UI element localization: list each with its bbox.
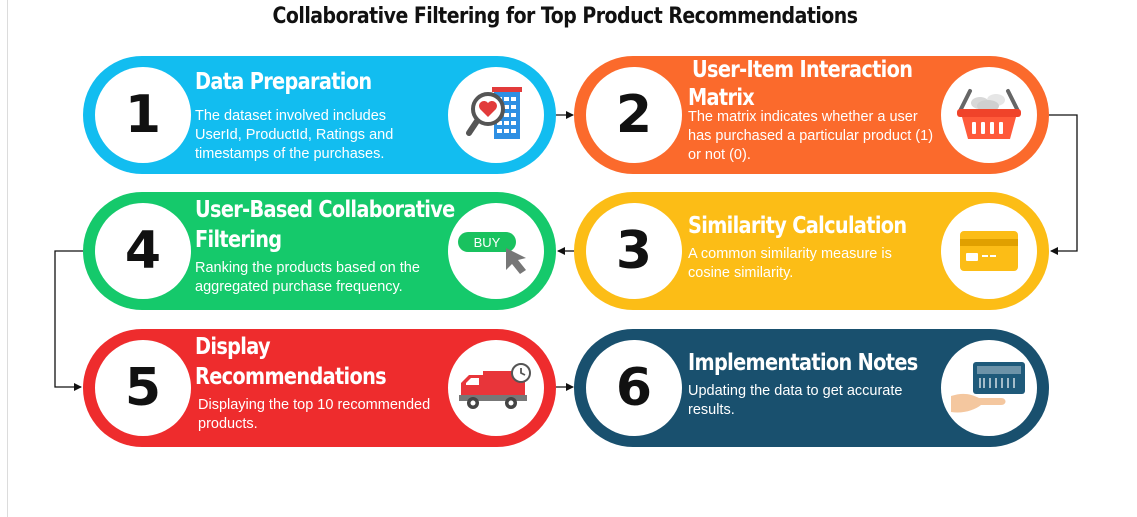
step-3-heading: Similarity Calculation	[688, 213, 907, 239]
buy-button-cursor-icon: BUY	[448, 203, 544, 299]
step-2-number: 2	[586, 67, 682, 163]
step-2-heading-line2: Matrix	[688, 85, 755, 111]
credit-card-icon	[941, 203, 1037, 299]
step-6-heading: Implementation Notes	[688, 350, 918, 376]
step-3-number: 3	[586, 203, 682, 299]
buy-icon-label: BUY	[474, 235, 501, 250]
step-5-card: 5 Display Recommendations Displaying the…	[83, 329, 556, 447]
step-1-body: The dataset involved includes UserId, Pr…	[195, 108, 394, 162]
arrow-2-to-3	[1049, 114, 1078, 255]
step-4-card: 4 User-Based Collaborative Filtering Ran…	[83, 192, 556, 310]
step-1-card: 1 Data Preparation The dataset involved …	[83, 56, 556, 174]
step-6-body: Updating the data to get accurate result…	[688, 383, 903, 418]
step-3-card: 3 Similarity Calculation A common simila…	[574, 192, 1049, 310]
step-2-card: 2 User-Item Interaction Matrix The matri…	[574, 56, 1049, 174]
hand-holding-box-icon	[941, 340, 1037, 436]
step-3-body: A common similarity measure is cosine si…	[688, 246, 892, 281]
delivery-truck-clock-icon	[448, 340, 544, 436]
step-4-number: 4	[95, 203, 191, 299]
step-5-body: Displaying the top 10 recommended produc…	[198, 397, 431, 432]
step-4-heading-line1: User-Based Collaborative	[195, 197, 455, 223]
step-1-heading: Data Preparation	[195, 69, 372, 95]
left-edge-rule	[7, 0, 8, 517]
step-6-card: 6 Implementation Notes Updating the data…	[574, 329, 1049, 447]
shopping-basket-icon	[941, 67, 1037, 163]
search-heart-document-icon	[448, 67, 544, 163]
step-4-body: Ranking the products based on the aggreg…	[195, 260, 420, 295]
diagram-title: Collaborative Filtering for Top Product …	[272, 4, 859, 29]
step-2-body: The matrix indicates whether a user has …	[688, 109, 934, 163]
arrow-4-to-5	[54, 250, 83, 391]
step-6-number: 6	[586, 340, 682, 436]
step-4-heading-line2: Filtering	[195, 227, 282, 253]
step-5-heading-line2: Recommendations	[195, 364, 387, 390]
step-5-heading-line1: Display	[195, 334, 271, 360]
step-1-number: 1	[95, 67, 191, 163]
step-2-heading-line1: User-Item Interaction	[692, 57, 913, 83]
step-5-number: 5	[95, 340, 191, 436]
